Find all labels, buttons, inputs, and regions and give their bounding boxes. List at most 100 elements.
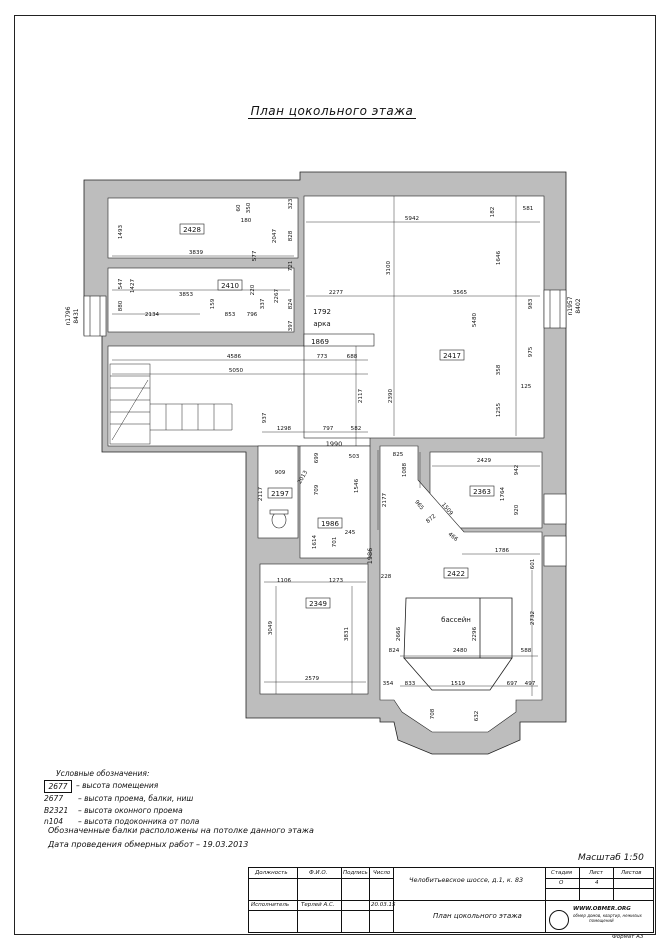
legend-item: 2677– высота помещения: [44, 779, 199, 794]
dim: 975: [528, 346, 534, 357]
dim: 547: [118, 278, 124, 289]
dim: 824: [389, 648, 400, 654]
stamp-stage-header: Стадия: [551, 870, 573, 876]
dim: 125: [521, 384, 532, 390]
dim: 3853: [179, 292, 194, 298]
arch-label: арка: [313, 320, 330, 328]
room-2363: 2363: [473, 488, 491, 496]
window-dim: 8402: [575, 298, 582, 313]
legend-text: – высота проема, балки, ниш: [78, 794, 194, 804]
dim: 2666: [396, 626, 402, 641]
dim: 701: [332, 536, 338, 547]
dim: 699: [314, 452, 320, 463]
dim: 466: [447, 532, 459, 544]
dim: 3565: [453, 290, 468, 296]
beam-note: Обозначенные балки расположены на потолк…: [48, 826, 314, 835]
dim: 880: [118, 300, 124, 311]
dim: 397: [288, 320, 294, 331]
scale-label: Масштаб 1:50: [578, 853, 644, 863]
dim: 228: [381, 574, 392, 580]
dim: 323: [288, 198, 294, 209]
dim: 2579: [305, 676, 320, 682]
dim: 1519: [451, 681, 466, 687]
title-block: Должность Ф.И.О. Подпись Число Исполните…: [248, 867, 654, 933]
drawing-frame: [14, 15, 656, 935]
dim: 1546: [354, 478, 360, 493]
stamp-drawing-name: План цокольного этажа: [433, 912, 522, 920]
dim: 965: [413, 499, 425, 511]
dim: 1106: [277, 578, 292, 584]
dim: 2267: [274, 288, 280, 303]
dim: 220: [250, 284, 256, 295]
stamp-person: Терлей А.С.: [301, 902, 335, 908]
legend-item: n104 – высота подоконника от пола: [44, 816, 199, 828]
window-dim: 8431: [73, 308, 80, 323]
dim: 688: [347, 354, 358, 360]
dim: 824: [288, 298, 294, 309]
dim: 2296: [472, 626, 478, 641]
dimension-lines: [112, 196, 540, 696]
dim: 1088: [402, 462, 408, 477]
stamp-sheet-header: Лист: [589, 870, 603, 876]
dim: 350: [246, 202, 252, 213]
dim: 773: [317, 354, 328, 360]
dim: 2117: [258, 486, 264, 501]
dim: 1493: [118, 224, 124, 239]
drawing-title: План цокольного этажа: [0, 104, 664, 119]
dim: 2480: [453, 648, 468, 654]
dimension-labels: 1493 3839 180 60 350 323 2047 828 5942 1…: [65, 198, 582, 721]
dim: 709: [314, 484, 320, 495]
dim: 577: [252, 250, 258, 261]
company-tagline-2: помещений: [589, 918, 614, 923]
window-dim: n1796: [65, 306, 72, 325]
dim: 1255: [496, 402, 502, 417]
dim: 4586: [227, 354, 242, 360]
room-2422: 2422: [447, 570, 465, 578]
dim: 853: [225, 312, 236, 318]
dim: 503: [349, 454, 360, 460]
dim: 983: [528, 298, 534, 309]
dim: 872: [425, 514, 437, 525]
dim: 2047: [272, 228, 278, 243]
dim: 1273: [329, 578, 344, 584]
dim: 582: [351, 426, 362, 432]
stamp-header-position: Должность: [255, 870, 288, 876]
dim: 3100: [386, 260, 392, 275]
stamp-sheets-header: Листов: [621, 870, 642, 876]
stamp-sheet-value: 4: [595, 880, 599, 886]
dim: 588: [521, 648, 532, 654]
room-2417: 2417: [443, 352, 461, 360]
dim: 337: [260, 298, 266, 309]
dim: 358: [496, 364, 502, 375]
pool-label: бассейн: [441, 616, 471, 624]
dim: 245: [345, 530, 356, 536]
dim: 721: [288, 260, 294, 271]
dim: 601: [530, 558, 536, 569]
dim: 60: [236, 204, 242, 212]
dim: 1786: [495, 548, 510, 554]
legend-heading: Условные обозначения:: [56, 769, 150, 778]
dim: 1298: [277, 426, 292, 432]
room-2197: 2197: [271, 490, 289, 498]
dim: 2277: [329, 290, 344, 296]
dim: 1792: [313, 308, 331, 316]
company-logo-icon: [549, 910, 569, 930]
toilet: [269, 509, 289, 529]
legend-text: – высота оконного проема: [78, 805, 183, 815]
dim: 909: [275, 470, 286, 476]
paper-format: Формат А3: [612, 934, 644, 940]
legend-text: – высота подоконника от пола: [78, 817, 200, 827]
legend-text: – высота помещения: [76, 780, 159, 790]
dim: 697: [507, 681, 518, 687]
dim: 796: [247, 312, 258, 318]
room-interiors: [107, 195, 545, 733]
legend-code: n104: [44, 817, 64, 827]
dim: 1646: [496, 250, 502, 265]
dim: 5942: [405, 216, 419, 222]
stamp-stage-value: О: [559, 880, 564, 886]
dim: 1990: [326, 440, 343, 448]
room-labels: 2428 2410 2417 2197 1986 2349 2363 2422 …: [183, 226, 491, 624]
dim: 159: [210, 298, 216, 309]
dim: 1764: [500, 486, 506, 501]
dim: 3839: [189, 250, 204, 256]
